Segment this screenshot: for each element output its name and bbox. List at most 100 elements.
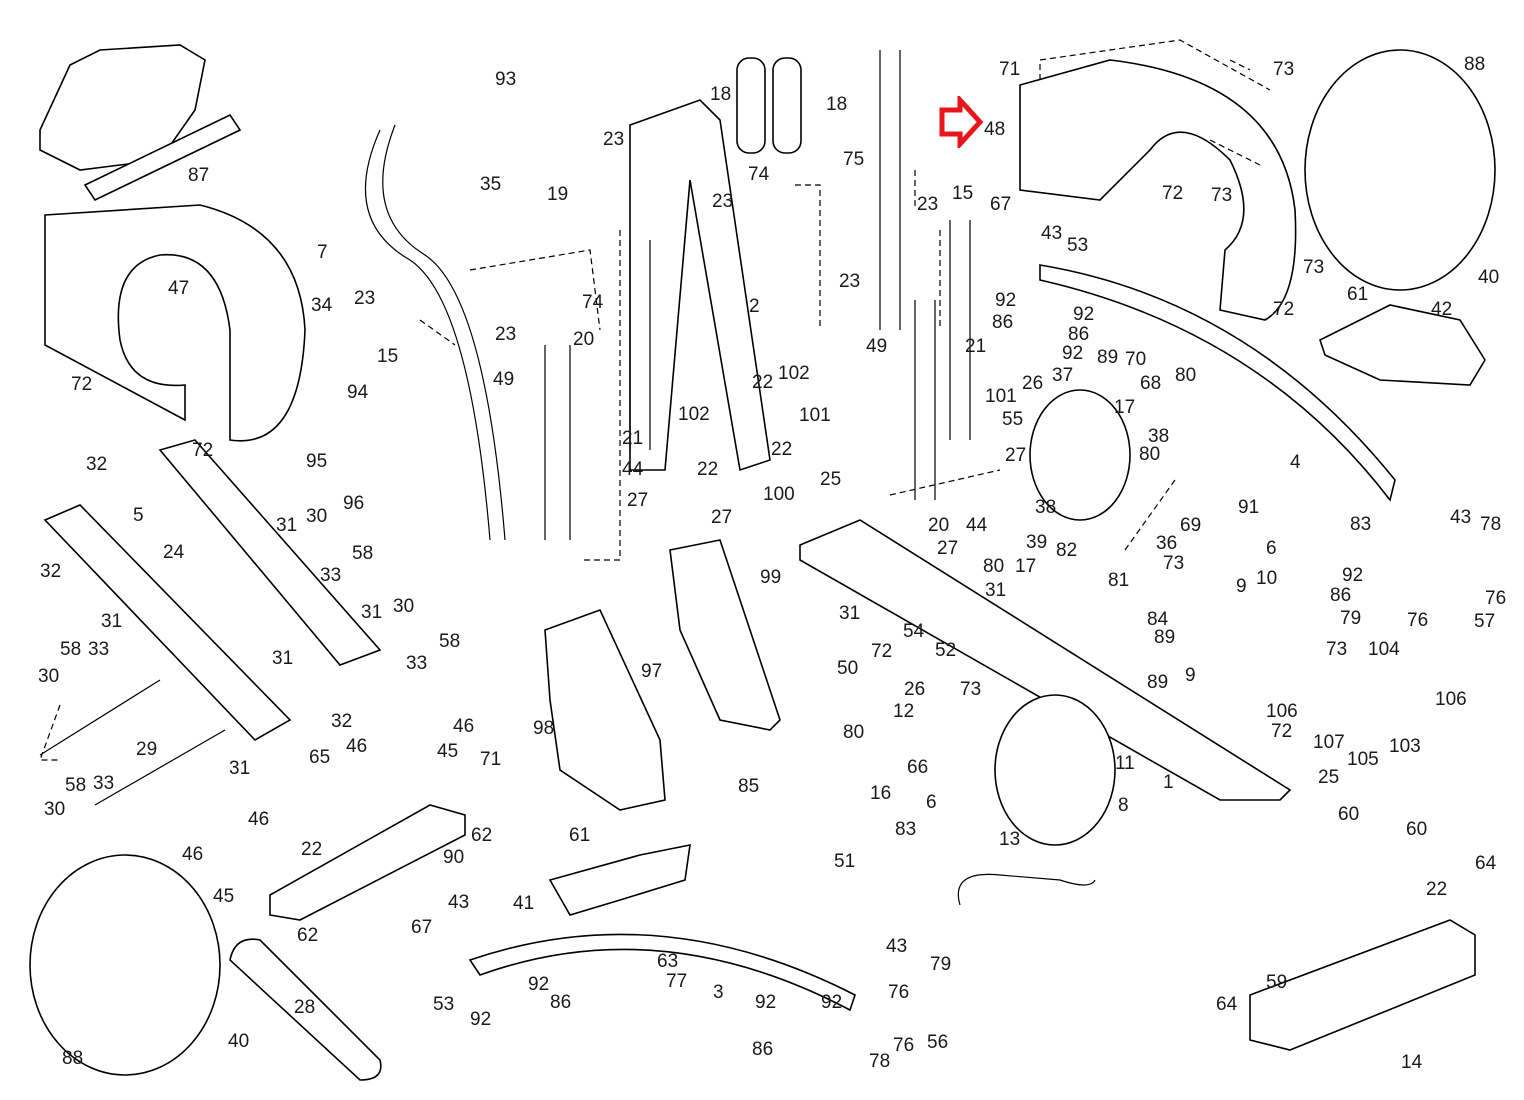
part-number-label: 94 xyxy=(347,382,369,403)
part-number-label: 68 xyxy=(1140,373,1162,394)
part-number-label: 72 xyxy=(192,440,214,461)
part-number-label: 7 xyxy=(317,242,328,263)
part-number-label: 11 xyxy=(1115,753,1135,774)
part-number-label: 20 xyxy=(928,515,950,536)
part-number-label: 25 xyxy=(1318,767,1340,788)
part-number-label: 6 xyxy=(926,792,937,813)
part-number-label: 101 xyxy=(799,405,831,426)
part-number-label: 17 xyxy=(1015,556,1037,577)
part-number-label: 23 xyxy=(712,191,734,212)
part-number-label: 67 xyxy=(411,917,433,938)
part-number-label: 25 xyxy=(820,469,842,490)
part-number-label: 72 xyxy=(1273,299,1295,320)
part-number-label: 93 xyxy=(495,69,517,90)
rail-part xyxy=(43,504,292,742)
part-number-label: 73 xyxy=(1163,553,1185,574)
rear-stabilizer-part xyxy=(1249,919,1476,1051)
part-number-label: 101 xyxy=(985,386,1017,407)
console-part xyxy=(39,44,242,202)
part-number-label: 59 xyxy=(1266,972,1288,993)
part-number-label: 9 xyxy=(1236,576,1247,597)
part-number-label: 22 xyxy=(697,459,719,480)
arrow-right-icon xyxy=(939,96,984,148)
part-number-label: 17 xyxy=(1114,397,1136,418)
part-number-label: 2 xyxy=(749,296,760,317)
part-number-label: 61 xyxy=(569,825,591,846)
part-number-label: 46 xyxy=(453,716,475,737)
part-number-label: 89 xyxy=(1147,672,1169,693)
part-number-label: 31 xyxy=(272,648,294,669)
part-number-label: 89 xyxy=(1097,347,1119,368)
right-arm-part xyxy=(1039,264,1396,502)
part-number-label: 75 xyxy=(843,149,865,170)
part-number-label: 8 xyxy=(1118,795,1129,816)
part-number-label: 33 xyxy=(93,773,115,794)
part-number-label: 86 xyxy=(550,992,572,1013)
part-number-label: 41 xyxy=(513,893,535,914)
part-number-label: 73 xyxy=(1273,59,1295,80)
part-number-label: 36 xyxy=(1156,533,1178,554)
part-number-label: 72 xyxy=(1162,183,1184,204)
part-number-label: 38 xyxy=(1148,426,1170,447)
rail-part xyxy=(158,439,382,666)
part-number-label: 69 xyxy=(1180,515,1202,536)
part-number-label: 30 xyxy=(38,666,60,687)
part-number-label: 76 xyxy=(888,982,910,1003)
part-number-label: 96 xyxy=(343,493,365,514)
part-number-label: 9 xyxy=(1185,665,1196,686)
part-number-label: 23 xyxy=(354,288,376,309)
part-number-label: 73 xyxy=(1211,185,1233,206)
part-number-label: 81 xyxy=(1108,570,1130,591)
part-number-label: 60 xyxy=(1406,819,1428,840)
part-number-label: 102 xyxy=(678,404,710,425)
part-number-label: 22 xyxy=(771,439,793,460)
part-number-label: 35 xyxy=(480,174,502,195)
cover-part xyxy=(669,539,781,731)
front-stabilizer-part xyxy=(269,804,466,921)
part-number-label: 44 xyxy=(966,515,988,536)
part-number-label: 29 xyxy=(136,739,158,760)
part-number-label: 72 xyxy=(871,641,893,662)
part-number-label: 20 xyxy=(573,329,595,350)
part-number-label: 30 xyxy=(306,506,328,527)
part-number-label: 47 xyxy=(168,278,190,299)
pedal-part xyxy=(1319,304,1486,386)
part-number-label: 77 xyxy=(666,971,688,992)
part-number-label: 74 xyxy=(582,292,604,313)
part-number-label: 92 xyxy=(1342,565,1364,586)
left-shroud-part xyxy=(44,204,306,442)
part-number-label: 89 xyxy=(1154,627,1176,648)
part-number-label: 27 xyxy=(1005,445,1027,466)
part-number-label: 104 xyxy=(1368,639,1400,660)
part-number-label: 62 xyxy=(471,825,493,846)
part-number-label: 28 xyxy=(294,997,316,1018)
part-number-label: 53 xyxy=(1067,235,1089,256)
part-number-label: 1 xyxy=(1163,772,1174,793)
part-number-label: 32 xyxy=(331,711,353,732)
part-number-label: 84 xyxy=(1147,609,1169,630)
part-number-label: 6 xyxy=(1266,538,1277,559)
part-number-label: 88 xyxy=(62,1048,84,1069)
part-number-label: 71 xyxy=(999,59,1021,80)
part-number-label: 13 xyxy=(999,829,1021,850)
part-number-label: 80 xyxy=(983,556,1005,577)
part-number-label: 73 xyxy=(1303,257,1325,278)
part-number-label: 58 xyxy=(439,631,461,652)
part-number-label: 62 xyxy=(297,925,319,946)
part-number-label: 100 xyxy=(763,484,795,505)
part-number-label: 31 xyxy=(839,603,861,624)
part-number-label: 50 xyxy=(837,658,859,679)
part-number-label: 78 xyxy=(1480,514,1502,535)
part-number-label: 48 xyxy=(984,119,1006,140)
part-number-label: 33 xyxy=(88,639,110,660)
tube-part xyxy=(544,220,971,540)
part-number-label: 79 xyxy=(930,954,952,975)
flywheel-part xyxy=(1029,389,1131,521)
part-number-label: 23 xyxy=(495,324,517,345)
part-number-label: 21 xyxy=(622,428,644,449)
part-number-label: 27 xyxy=(937,538,959,559)
part-number-label: 27 xyxy=(627,490,649,511)
part-number-label: 51 xyxy=(834,851,856,872)
part-number-label: 31 xyxy=(229,758,251,779)
